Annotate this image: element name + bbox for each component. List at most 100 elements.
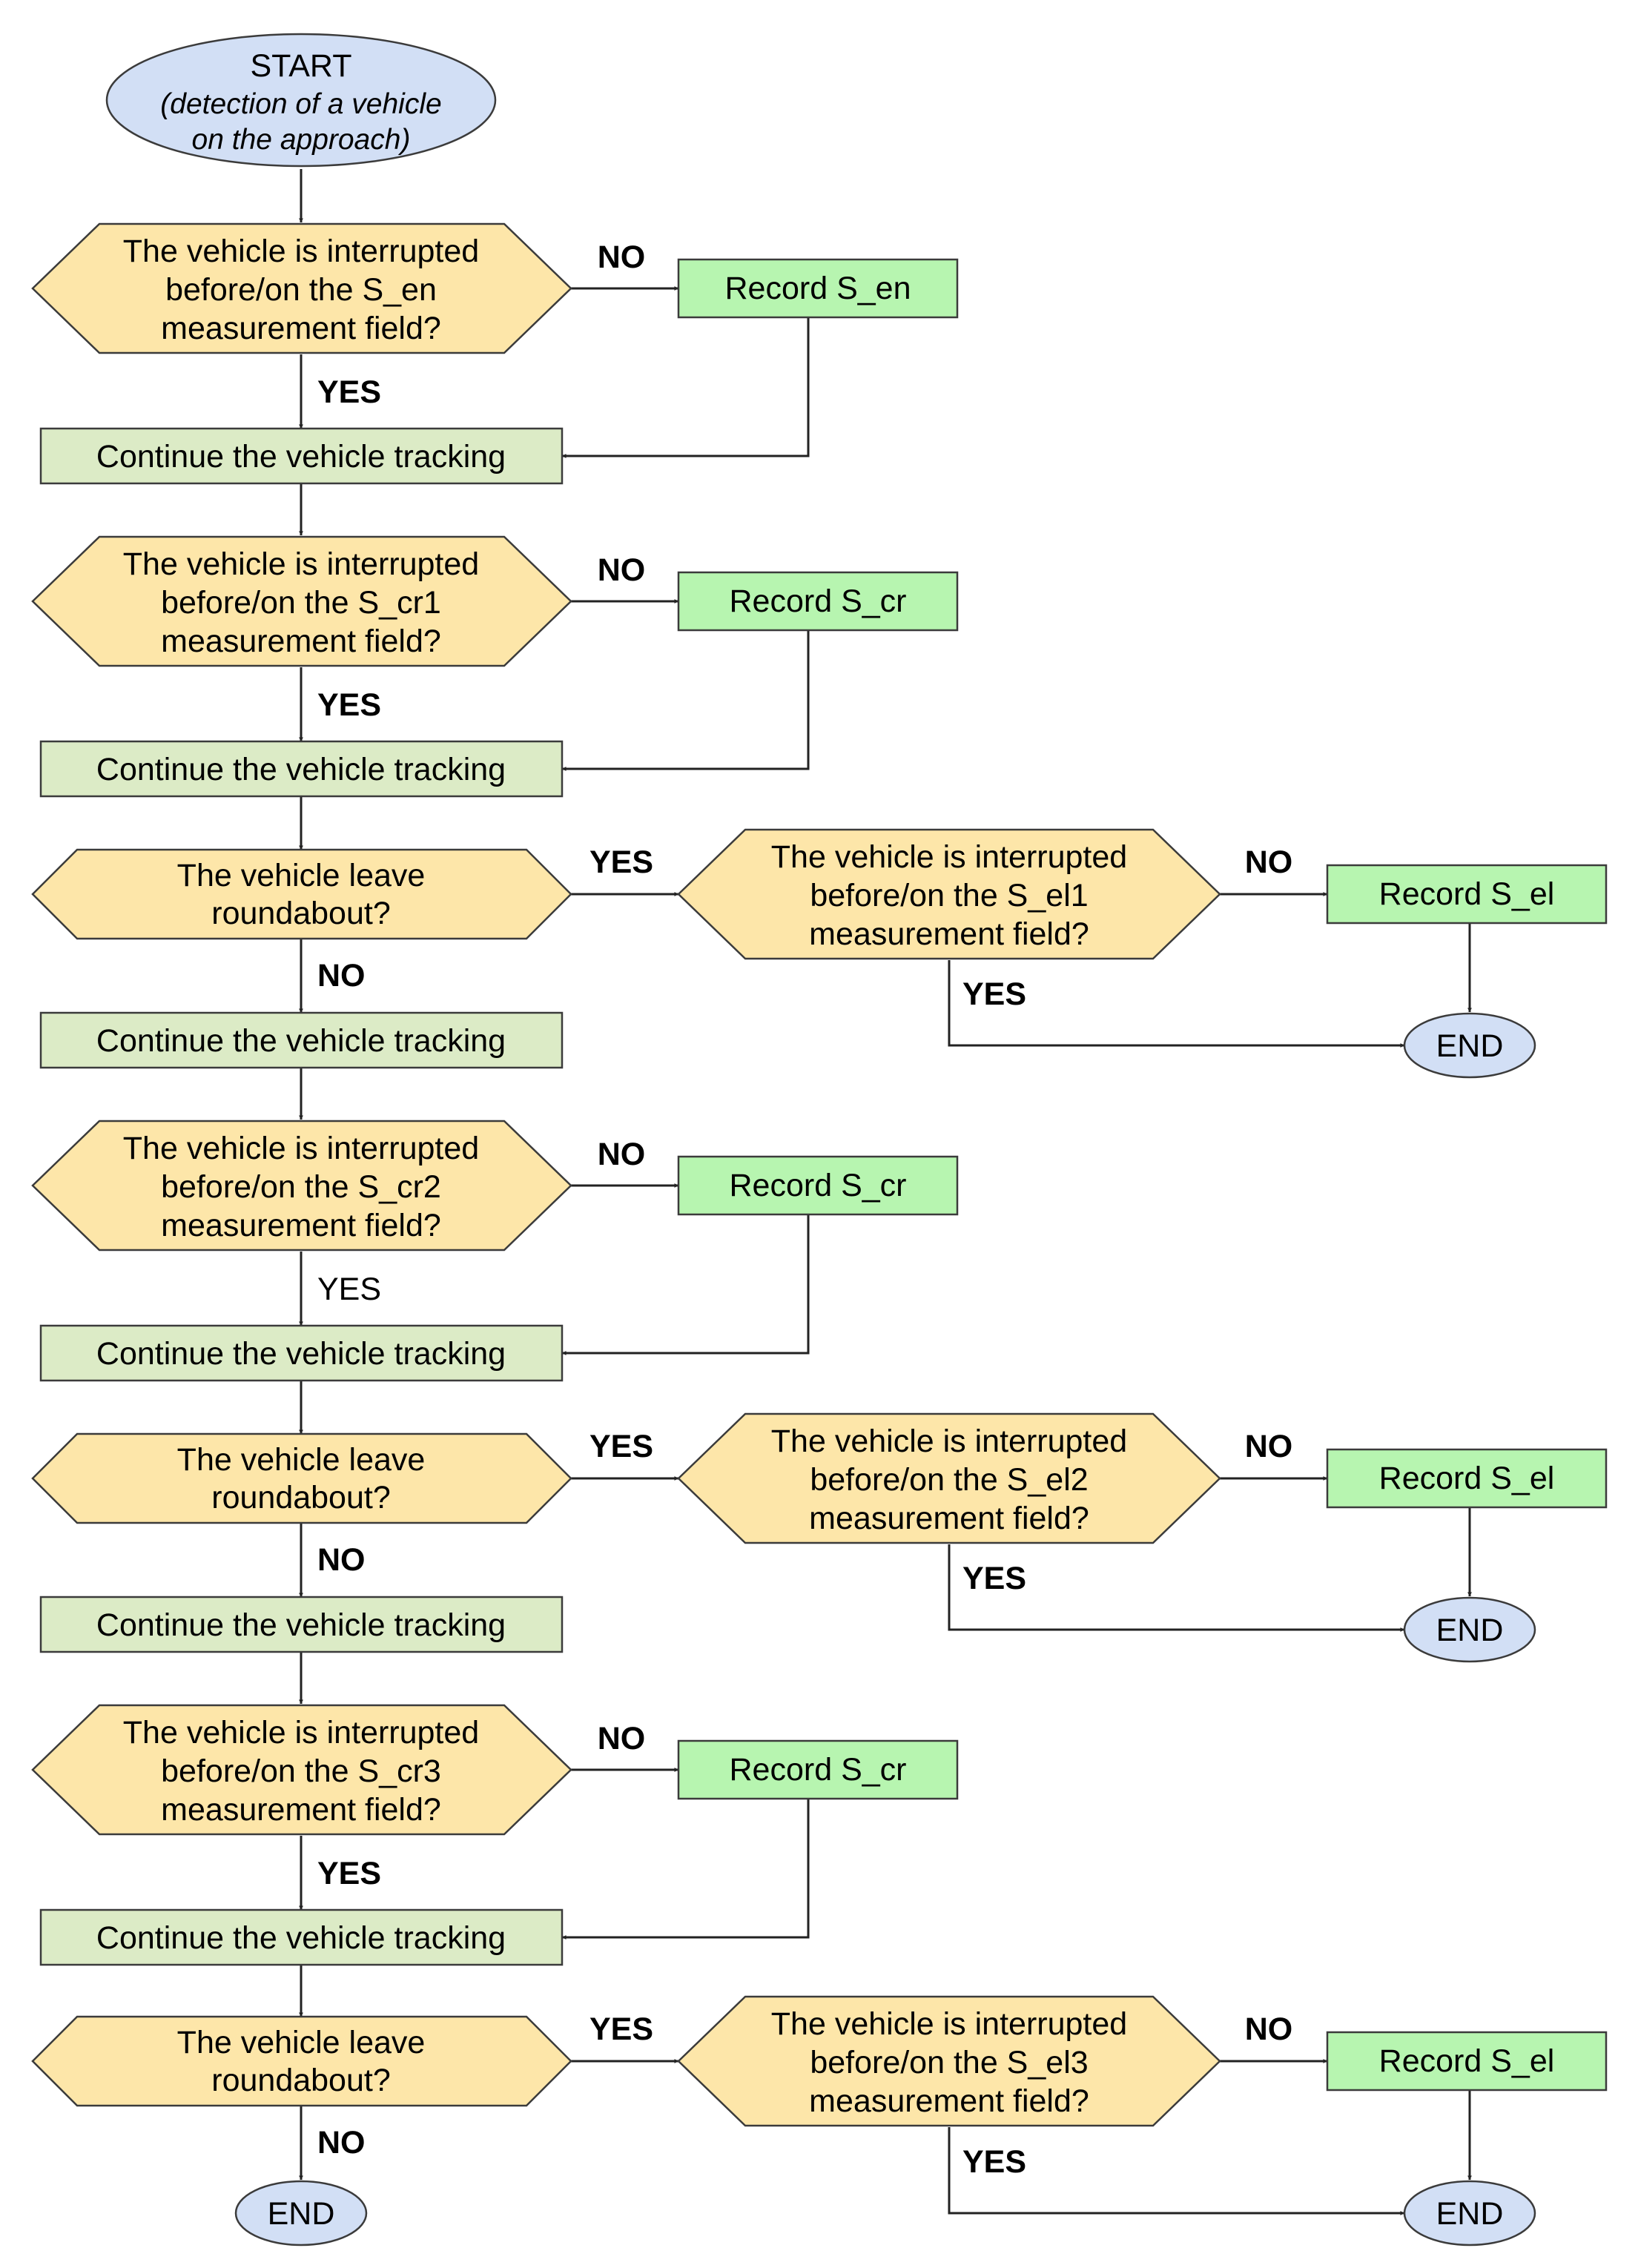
- label-yes: YES: [317, 687, 381, 723]
- decision-line2: before/on the S_cr1: [161, 585, 441, 621]
- end-label: END: [1436, 1028, 1504, 1064]
- label-yes: YES: [962, 1561, 1026, 1596]
- end-label: END: [268, 2196, 335, 2232]
- decision-line1: The vehicle is interrupted: [771, 1424, 1127, 1459]
- continue-tracking-5: Continue the vehicle tracking: [39, 1596, 564, 1653]
- label-yes: YES: [590, 1429, 653, 1464]
- continue-tracking-1: Continue the vehicle tracking: [39, 427, 564, 485]
- record-s-cr-3: Record S_cr: [677, 1739, 959, 1800]
- start-title: START: [251, 48, 352, 84]
- label-yes: YES: [317, 1856, 381, 1891]
- continue-label: Continue the vehicle tracking: [96, 752, 506, 787]
- leave-line2: roundabout?: [211, 1480, 391, 1515]
- continue-tracking-3: Continue the vehicle tracking: [39, 1011, 564, 1069]
- end-node-3: END: [1403, 2180, 1536, 2246]
- label-yes: YES: [962, 976, 1026, 1012]
- label-yes: YES: [590, 844, 653, 880]
- decision-line2: before/on the S_cr3: [161, 1753, 441, 1789]
- leave-line1: The vehicle leave: [177, 858, 426, 893]
- decision-s-cr1: The vehicle is interrupted before/on the…: [31, 535, 572, 667]
- record-s-el-1: Record S_el: [1326, 864, 1608, 925]
- label-yes: YES: [317, 374, 381, 410]
- label-no: NO: [1245, 2011, 1293, 2047]
- decision-line3: measurement field?: [161, 311, 441, 346]
- continue-label: Continue the vehicle tracking: [96, 1920, 506, 1956]
- decision-s-el1: The vehicle is interrupted before/on the…: [677, 828, 1221, 960]
- decision-line1: The vehicle is interrupted: [123, 546, 479, 582]
- record-s-cr-label: Record S_cr: [730, 1752, 907, 1788]
- end-label: END: [1436, 2196, 1504, 2232]
- label-no: NO: [598, 239, 646, 275]
- leave-line2: roundabout?: [211, 2063, 391, 2098]
- decision-line3: measurement field?: [809, 916, 1089, 952]
- decision-s-cr2: The vehicle is interrupted before/on the…: [31, 1120, 572, 1252]
- continue-tracking-4: Continue the vehicle tracking: [39, 1324, 564, 1382]
- decision-line3: measurement field?: [161, 1792, 441, 1828]
- label-no: NO: [317, 958, 366, 994]
- decision-s-el2: The vehicle is interrupted before/on the…: [677, 1412, 1221, 1544]
- continue-tracking-6: Continue the vehicle tracking: [39, 1908, 564, 1966]
- leave-line1: The vehicle leave: [177, 1442, 426, 1478]
- label-no: NO: [317, 2125, 366, 2160]
- label-no: NO: [598, 1137, 646, 1172]
- label-no: NO: [1245, 844, 1293, 880]
- start-subtitle-line2: on the approach): [192, 124, 411, 156]
- record-s-cr-2: Record S_cr: [677, 1155, 959, 1216]
- decision-line2: before/on the S_cr2: [161, 1169, 441, 1205]
- decision-line2: before/on the S_el3: [810, 2045, 1088, 2080]
- edge-rec-cr2-to-p4: [561, 1214, 810, 1355]
- edge-rec-cr3-to-p6: [561, 1799, 810, 1940]
- edges: [299, 169, 1472, 2215]
- decision-line3: measurement field?: [809, 1501, 1089, 1536]
- label-no: NO: [1245, 1429, 1293, 1464]
- record-s-el-label: Record S_el: [1379, 876, 1555, 912]
- continue-label: Continue the vehicle tracking: [96, 1336, 506, 1372]
- decision-leave-3: The vehicle leave roundabout?: [31, 2015, 572, 2107]
- record-s-cr-label: Record S_cr: [730, 583, 907, 619]
- decision-line2: before/on the S_el1: [810, 878, 1088, 913]
- decision-line1: The vehicle is interrupted: [123, 234, 479, 269]
- record-s-el-2: Record S_el: [1326, 1448, 1608, 1509]
- decision-s-cr3: The vehicle is interrupted before/on the…: [31, 1704, 572, 1836]
- continue-label: Continue the vehicle tracking: [96, 439, 506, 475]
- label-no: NO: [598, 1721, 646, 1756]
- label-yes: YES: [317, 1272, 381, 1307]
- edge-rec-cr1-to-p2: [561, 630, 810, 771]
- decision-line3: measurement field?: [809, 2083, 1089, 2119]
- start-node: START (detection of a vehicle on the app…: [105, 33, 497, 168]
- continue-label: Continue the vehicle tracking: [96, 1607, 506, 1643]
- decision-leave-1: The vehicle leave roundabout?: [31, 848, 572, 940]
- record-s-en-label: Record S_en: [725, 271, 911, 306]
- record-s-el-3: Record S_el: [1326, 2031, 1608, 2092]
- leave-line1: The vehicle leave: [177, 2025, 426, 2060]
- decision-line1: The vehicle is interrupted: [771, 2006, 1127, 2042]
- end-node-1: END: [1403, 1012, 1536, 1079]
- label-yes: YES: [962, 2144, 1026, 2180]
- edge-el2-yes-to-end: [948, 1544, 1405, 1632]
- decision-s-el3: The vehicle is interrupted before/on the…: [677, 1995, 1221, 2127]
- decision-line2: before/on the S_el2: [810, 1462, 1088, 1498]
- end-node-main: END: [234, 2180, 368, 2246]
- end-node-2: END: [1403, 1596, 1536, 1663]
- label-no: NO: [317, 1542, 366, 1578]
- decision-s-en: The vehicle is interrupted before/on the…: [31, 222, 572, 354]
- record-s-cr-1: Record S_cr: [677, 571, 959, 632]
- start-subtitle-line1: (detection of a vehicle: [160, 88, 441, 120]
- label-yes: YES: [590, 2011, 653, 2047]
- record-s-el-label: Record S_el: [1379, 1461, 1555, 1496]
- edge-rec-en-to-p1: [561, 317, 810, 458]
- edge-el3-yes-to-end: [948, 2127, 1405, 2215]
- decision-line1: The vehicle is interrupted: [123, 1715, 479, 1750]
- decision-line2: before/on the S_en: [165, 272, 437, 308]
- label-no: NO: [598, 552, 646, 588]
- leave-line2: roundabout?: [211, 896, 391, 931]
- record-s-en: Record S_en: [677, 258, 959, 319]
- decision-line1: The vehicle is interrupted: [123, 1131, 479, 1166]
- decision-leave-2: The vehicle leave roundabout?: [31, 1432, 572, 1524]
- decision-line1: The vehicle is interrupted: [771, 839, 1127, 875]
- record-s-el-label: Record S_el: [1379, 2043, 1555, 2079]
- edge-el1-yes-to-end: [948, 960, 1405, 1048]
- record-s-cr-label: Record S_cr: [730, 1168, 907, 1203]
- end-label: END: [1436, 1613, 1504, 1648]
